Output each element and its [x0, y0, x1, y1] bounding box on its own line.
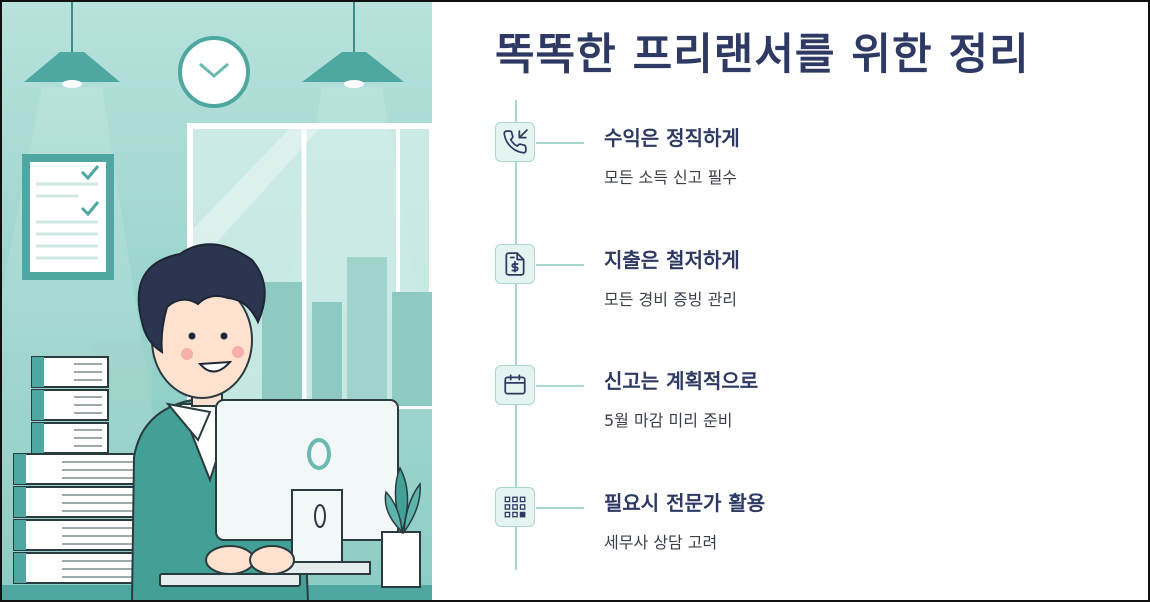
content-panel: 똑똑한 프리랜서를 위한 정리 수익은 정직하게 모든 소득 신고 필수 — [432, 2, 1148, 600]
calendar-icon — [495, 365, 535, 405]
timeline-item: 지출은 철저하게 모든 경비 증빙 관리 — [432, 244, 1112, 324]
timeline-line — [515, 100, 517, 570]
connector-line — [536, 142, 584, 144]
grid-icon — [495, 487, 535, 527]
item-title: 신고는 계획적으로 — [604, 369, 759, 393]
phone-incoming-icon — [495, 122, 535, 162]
item-title: 지출은 철저하게 — [604, 248, 740, 272]
item-title: 수익은 정직하게 — [604, 126, 740, 150]
timeline-item: 수익은 정직하게 모든 소득 신고 필수 — [432, 122, 1112, 202]
freelancer-illustration — [2, 2, 432, 600]
timeline-item: 필요시 전문가 활용 세무사 상담 고려 — [432, 487, 1112, 567]
connector-line — [536, 264, 584, 266]
connector-line — [536, 507, 584, 509]
item-title: 필요시 전문가 활용 — [604, 491, 766, 515]
item-description: 모든 소득 신고 필수 — [604, 168, 738, 187]
item-description: 5월 마감 미리 준비 — [604, 411, 733, 430]
receipt-dollar-icon — [495, 244, 535, 284]
connector-line — [536, 385, 584, 387]
item-description: 세무사 상담 고려 — [604, 533, 718, 552]
timeline-item: 신고는 계획적으로 5월 마감 미리 준비 — [432, 365, 1112, 445]
item-description: 모든 경비 증빙 관리 — [604, 290, 738, 309]
page-title: 똑똑한 프리랜서를 위한 정리 — [495, 30, 1030, 80]
